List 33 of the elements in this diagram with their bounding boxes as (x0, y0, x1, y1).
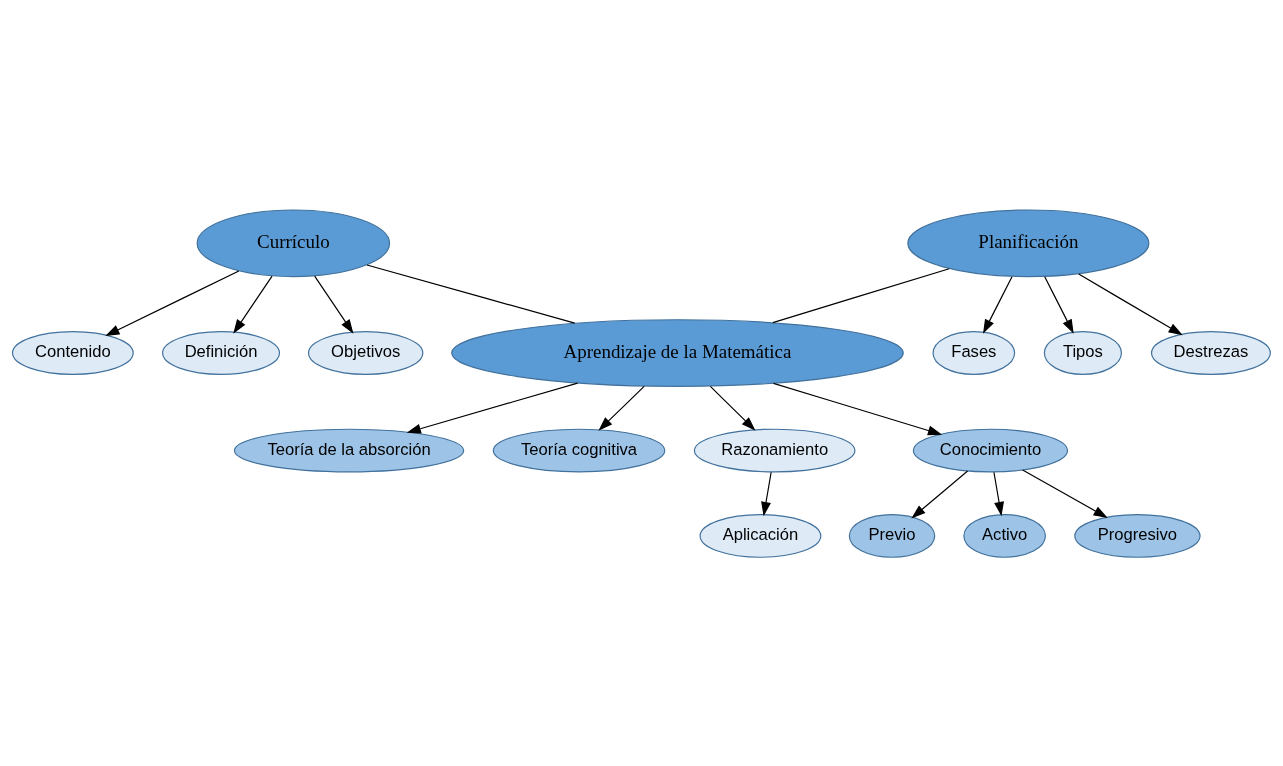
arrow (1022, 468, 1108, 518)
node-ellipse: Razonamiento (693, 428, 856, 472)
node-ellipse: Activo (963, 513, 1046, 558)
arrow (1078, 273, 1183, 335)
arrow (772, 382, 943, 435)
arrow (993, 471, 1004, 516)
arrow (911, 469, 969, 518)
node-ellipse: Objetivos (307, 330, 424, 375)
node-ellipse: Planificación (907, 208, 1150, 277)
node-ellipse: Teoría de la absorción (233, 428, 465, 472)
connector (366, 263, 576, 324)
arrow (233, 275, 273, 334)
arrow (314, 275, 354, 334)
node-ellipse: Definición (162, 330, 281, 375)
node-ellipse: Conocimiento (912, 428, 1069, 472)
connector (772, 267, 950, 323)
arrow (1044, 275, 1074, 334)
node-ellipse: Currículo (196, 208, 391, 277)
node-ellipse: Teoría cognitiva (492, 428, 666, 472)
arrow (598, 385, 645, 431)
node-ellipse: Contenido (11, 330, 134, 375)
arrow (105, 269, 240, 336)
arrow (406, 382, 579, 434)
node-ellipse: Previo (848, 513, 936, 558)
node-ellipse: Tipos (1043, 330, 1122, 375)
arrow (761, 471, 772, 516)
arrow (709, 385, 756, 431)
node-ellipse: Destrezas (1150, 330, 1271, 375)
node-ellipse: Progresivo (1074, 513, 1201, 558)
arrow (983, 275, 1013, 334)
node-ellipse: Fases (932, 330, 1016, 375)
node-ellipse: Aplicación (699, 513, 822, 558)
node-ellipse: Aprendizaje de la Matemática (451, 318, 904, 387)
